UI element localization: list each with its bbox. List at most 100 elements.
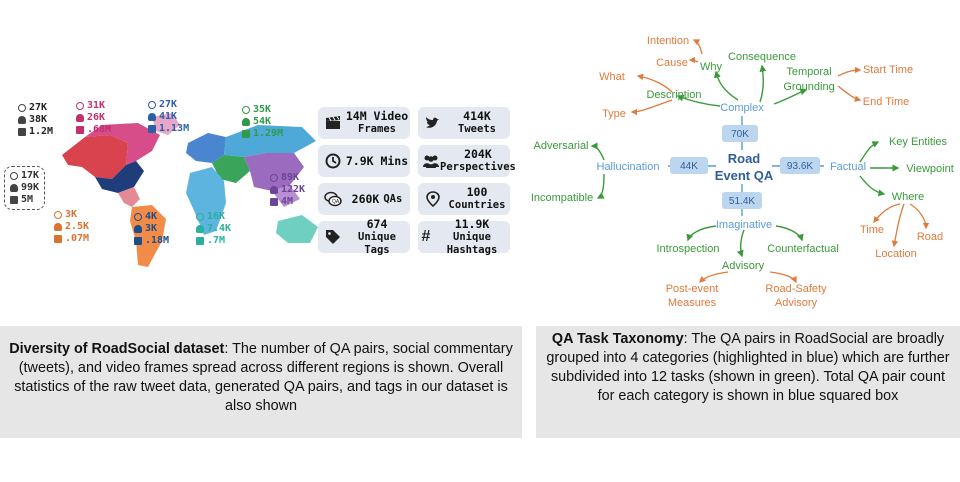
people-icon <box>18 116 26 124</box>
task-counterfactual: Counterfactual <box>767 243 839 255</box>
hash-icon: # <box>421 228 431 245</box>
subtask-start-time: Start Time <box>863 64 913 76</box>
subtask-post-event: Post-event <box>666 283 719 295</box>
video-icon <box>54 235 62 243</box>
people-icon <box>54 223 62 231</box>
subtask-road-safety: Road-Safety <box>765 283 827 295</box>
tweet-count: 26K <box>87 112 106 123</box>
video-count: 1.29M <box>253 128 284 139</box>
video-icon <box>270 198 278 206</box>
qa-count: 3K <box>65 209 78 220</box>
count-hallucination: 44K <box>680 161 698 172</box>
stat-label: Unique Tags <box>358 230 396 256</box>
people-icon <box>10 184 18 192</box>
task-consequence: Consequence <box>728 51 796 63</box>
region-label-north-america-east: 31K 26K .68M <box>76 100 111 136</box>
subtask-what: What <box>599 71 625 83</box>
qa-count: 27K <box>159 99 178 110</box>
stat-mins: 7.9K Mins <box>318 145 410 177</box>
qa-count: 89K <box>281 172 300 183</box>
region-middle-east <box>212 155 250 183</box>
region-label-north-america-west: 27K 38K 1.2M <box>18 102 53 138</box>
task-incompatible: Incompatible <box>531 192 593 204</box>
subtask-post-event-2: Measures <box>668 297 717 309</box>
chat-bubbles-icon <box>10 172 18 180</box>
svg-text:QA: QA <box>332 199 340 205</box>
task-advisory: Advisory <box>722 260 765 272</box>
caption-right-title: QA Task Taxonomy <box>551 331 684 347</box>
chat-bubbles-icon <box>242 106 250 114</box>
count-box-complex <box>722 125 758 142</box>
category-complex: Complex <box>720 102 764 114</box>
people-icon <box>242 118 250 126</box>
stat-value: 260K <box>351 191 380 206</box>
clapperboard-icon <box>326 116 340 129</box>
location-pin-icon <box>426 191 440 207</box>
tweet-count: 38K <box>29 114 48 125</box>
task-temporal-grounding: Temporal <box>786 66 831 78</box>
stat-value: 204K <box>464 147 492 161</box>
region-label-unknown: 17K 99K 5M <box>4 166 46 210</box>
twitter-bird-icon <box>426 117 439 128</box>
people-icon <box>270 186 278 194</box>
clock-icon <box>325 153 341 169</box>
subtask-end-time: End Time <box>863 96 909 108</box>
category-hallucination: Hallucination <box>597 161 660 173</box>
qa-count: 16K <box>207 211 226 222</box>
qa-count: 35K <box>253 104 272 115</box>
tweet-count: 54K <box>253 116 272 127</box>
video-icon <box>10 196 18 204</box>
people-icon <box>196 225 204 233</box>
chat-bubbles-icon <box>18 104 26 112</box>
video-count: .07M <box>65 233 90 244</box>
region-label-east-asia: 89K 122K 4M <box>270 172 305 208</box>
tweet-count: 7.4K <box>207 223 232 234</box>
video-count: .18M <box>145 235 170 246</box>
chat-bubbles-icon <box>270 174 278 182</box>
stat-value: 100 <box>466 185 488 199</box>
chat-bubbles-icon <box>196 213 204 221</box>
taxonomy-center-line1: Road <box>728 151 761 166</box>
caption-left-text: : The number of QA pairs, social comment… <box>14 341 513 414</box>
tag-icon <box>326 230 340 244</box>
stat-label: Perspectives <box>440 161 516 173</box>
stat-value: 674 <box>366 216 388 231</box>
count-imaginative: 51.4K <box>729 196 755 207</box>
tweet-count: 41K <box>159 111 178 122</box>
subtask-intention: Intention <box>647 35 689 47</box>
count-box-factual <box>780 157 820 174</box>
caption-left-title: Diversity of RoadSocial dataset <box>9 341 225 357</box>
video-icon <box>242 130 250 138</box>
people-icon <box>148 113 156 121</box>
category-factual: Factual <box>830 161 866 173</box>
subtask-location: Location <box>875 248 917 260</box>
stat-label: Frames <box>358 123 396 135</box>
video-icon <box>76 126 84 134</box>
video-icon <box>134 237 142 245</box>
tweet-count: 3K <box>145 223 158 234</box>
task-viewpoint: Viewpoint <box>906 163 954 175</box>
video-count: 4M <box>281 196 294 207</box>
video-icon <box>18 128 26 136</box>
chat-bubbles-icon <box>134 213 142 221</box>
stat-label: Tweets <box>458 123 496 135</box>
chat-bubbles-icon <box>76 102 84 110</box>
task-temporal-grounding-2: Grounding <box>783 81 834 93</box>
stat-value: 7.9K Mins <box>345 153 409 168</box>
region-north-america-east <box>85 123 160 165</box>
video-count: 5M <box>21 194 34 205</box>
task-why: Why <box>700 61 723 73</box>
chat-bubbles-icon <box>148 101 156 109</box>
subtask-type: Type <box>602 108 626 120</box>
task-adversarial: Adversarial <box>533 140 588 152</box>
dataset-diversity-panel: 27K 38K 1.2M 31K 26K .68M 27K 41K 1.13M … <box>0 0 522 325</box>
subtask-cause: Cause <box>656 57 688 69</box>
chat-bubbles-icon: QA <box>324 191 342 207</box>
caption-right-text: : The QA pairs in RoadSocial are broadly… <box>546 331 950 404</box>
qa-count: 31K <box>87 100 106 111</box>
region-label-south-america: 3K 2.5K .07M <box>54 209 89 245</box>
